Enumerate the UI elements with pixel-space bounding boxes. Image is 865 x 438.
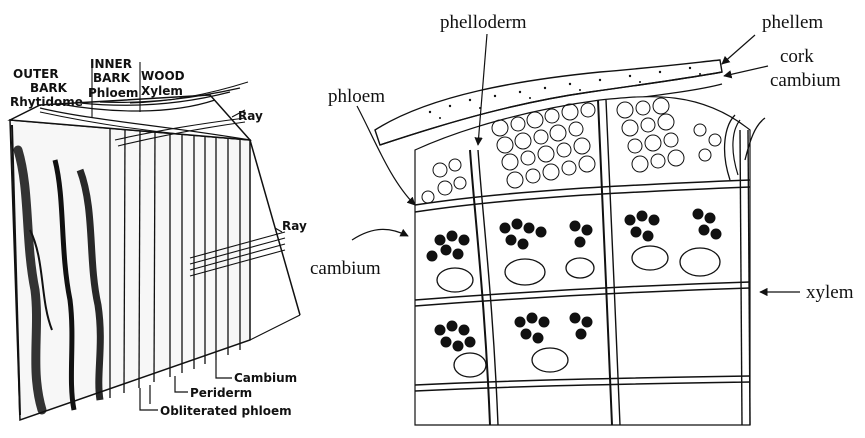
label-xylem: Xylem (141, 84, 183, 98)
label-ray-top: Ray (238, 109, 263, 123)
label-cork: cork (780, 46, 814, 67)
label-phloem-right: phloem (328, 86, 385, 107)
label-xylem-right: xylem (806, 282, 854, 303)
label-inner-bark-line1: INNER (90, 57, 132, 71)
label-cambium-right: cambium (310, 258, 381, 279)
label-outer-bark-line1: OUTER (13, 67, 59, 81)
arrow-cambium (352, 229, 408, 240)
label-cambium-left: Cambium (234, 371, 297, 385)
arrow-cork-cambium (724, 66, 768, 76)
label-obliterated-phloem: Obliterated phloem (160, 404, 292, 418)
label-outer-bark-line2: BARK (30, 81, 68, 95)
label-periderm: Periderm (190, 386, 252, 400)
label-phelloderm: phelloderm (440, 12, 527, 33)
label-phloem: Phloem (88, 86, 138, 100)
arrow-phellem (722, 35, 755, 64)
cross-section-drawing (375, 60, 765, 425)
label-cork-cambium: cambium (770, 70, 841, 91)
label-rhytidome: Rhytidome (10, 95, 83, 109)
label-ray-mid: Ray (282, 219, 307, 233)
label-inner-bark-line2: BARK (93, 71, 131, 85)
tissue-outline (415, 97, 750, 425)
label-phellem: phellem (762, 12, 823, 33)
label-wood: WOOD (141, 69, 185, 83)
